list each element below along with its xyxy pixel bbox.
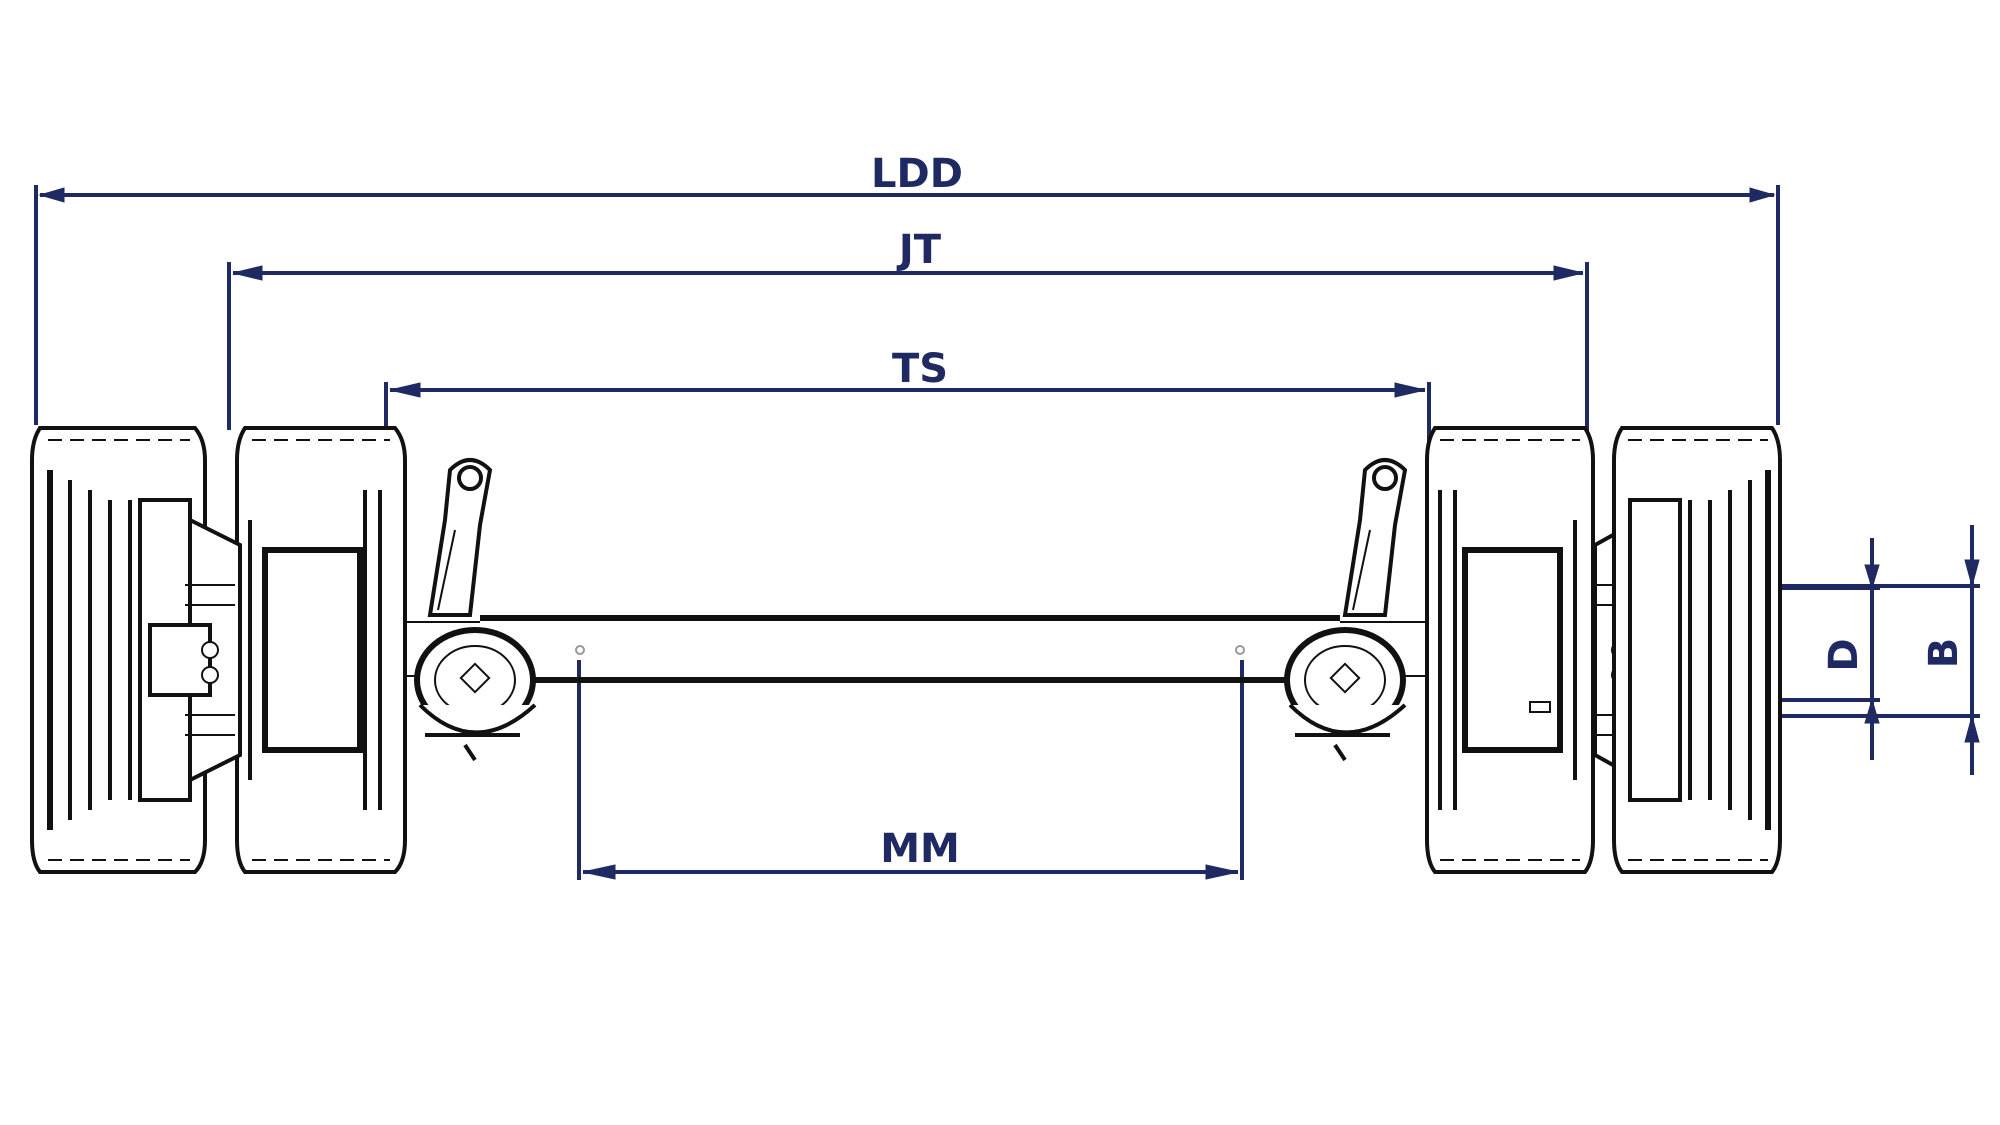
left-hub-assembly [148, 516, 242, 784]
dimension-label-b: B [1921, 638, 1967, 669]
right-inner-wheel [1425, 426, 1595, 874]
right-outer-wheel [1612, 426, 1782, 874]
left-brake-chamber [414, 627, 537, 762]
dimension-label-ts: TS [892, 346, 948, 392]
right-brake-lever [1342, 458, 1408, 617]
dimension-label-jt: JT [896, 227, 942, 273]
right-valve-stem [1529, 701, 1551, 713]
dimension-mm [577, 660, 1244, 880]
left-inner-wheel [235, 426, 407, 874]
dimension-label-d: D [1821, 638, 1867, 671]
axle-beam [400, 615, 1430, 683]
dimension-label-ldd: LDD [871, 151, 963, 197]
dimension-label-mm: MM [880, 826, 960, 872]
left-outer-wheel [30, 426, 207, 874]
dimension-ldd [34, 185, 1780, 425]
left-brake-lever [427, 458, 493, 617]
right-brake-chamber [1284, 627, 1407, 762]
